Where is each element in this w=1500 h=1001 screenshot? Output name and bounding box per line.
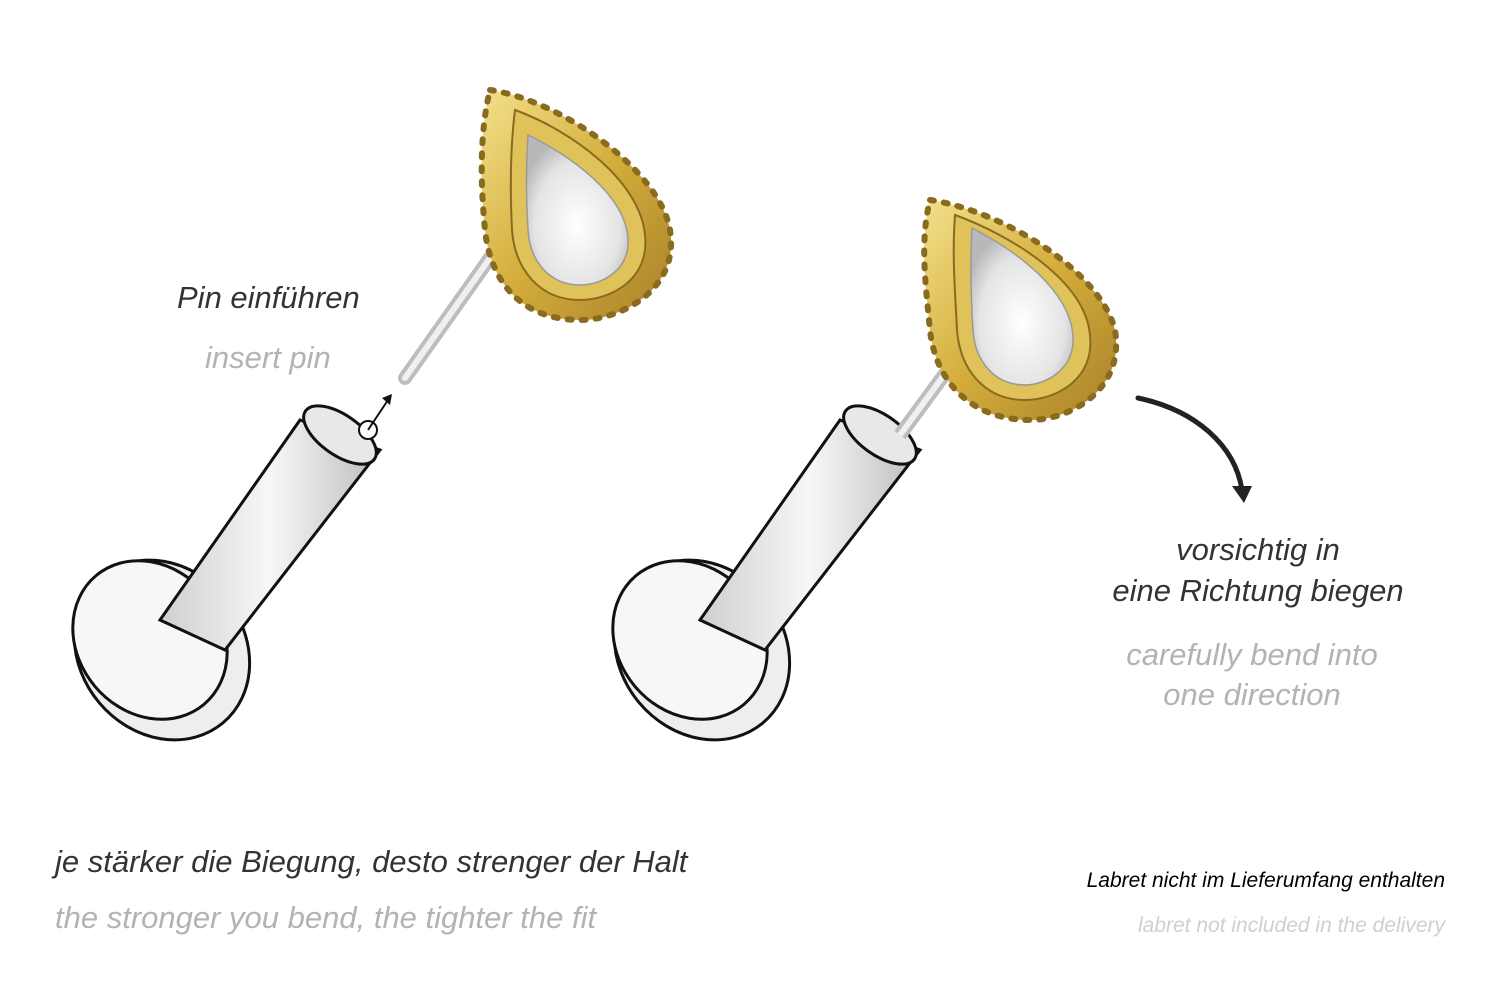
labret-left <box>71 394 392 742</box>
disclaimer-de: Labret nicht im Lieferumfang enthalten <box>1086 869 1445 892</box>
step2-line2-en: one direction <box>1163 677 1341 712</box>
note-en: the stronger you bend, the tighter the f… <box>55 900 597 935</box>
disclaimer-en: labret not included in the delivery <box>1137 914 1445 937</box>
note-de: je stärker die Biegung, desto strenger d… <box>55 844 688 879</box>
gold-top-right <box>921 196 1120 424</box>
step2-line1-de: vorsichtig in <box>1176 532 1340 567</box>
gold-top-left <box>478 86 675 324</box>
step2-line2-de: eine Richtung biegen <box>1112 573 1404 608</box>
step1-title-en: insert pin <box>205 340 331 375</box>
labret-right <box>611 355 961 742</box>
bend-arrow-icon <box>1135 395 1252 503</box>
pin-left <box>398 248 499 385</box>
step2-line1-en: carefully bend into <box>1126 637 1378 672</box>
step1-title-de: Pin einführen <box>177 280 360 315</box>
